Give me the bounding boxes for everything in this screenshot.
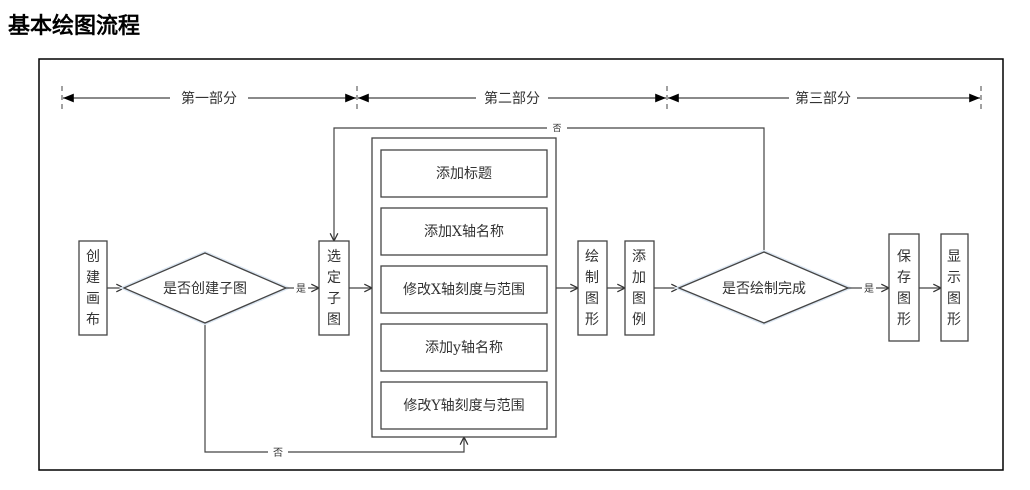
connector-line bbox=[204, 323, 268, 453]
section-label: 第二部分 bbox=[484, 90, 540, 107]
edge-label: 是 bbox=[864, 283, 874, 295]
node-add-legend: 添加图例 bbox=[624, 240, 655, 336]
axis-settings-group: 添加标题 添加X轴名称 修改X轴刻度与范围 添加y轴名称 修改Y轴刻度与范围 bbox=[371, 137, 557, 438]
section-label: 第三部分 bbox=[795, 90, 851, 107]
connector-line bbox=[288, 437, 464, 453]
section-1-span: 第一部分 bbox=[63, 90, 356, 107]
node-label-char: 画 bbox=[86, 291, 100, 307]
node-label-char: 示 bbox=[947, 270, 961, 286]
node-label-char: 建 bbox=[86, 270, 100, 286]
connector-line bbox=[334, 127, 547, 241]
edge-subplot-no: 否 bbox=[204, 323, 464, 459]
node-label: 创建画布 bbox=[86, 249, 100, 328]
node-label: 显示图形 bbox=[947, 249, 961, 328]
node-label-char: 显 bbox=[947, 249, 961, 265]
node-draw-graph: 绘制图形 bbox=[577, 240, 608, 336]
node-label-char: 图 bbox=[947, 291, 961, 307]
node-label: 绘制图形 bbox=[585, 249, 599, 328]
node-label-char: 图 bbox=[585, 291, 599, 307]
node-label-char: 图 bbox=[897, 291, 911, 307]
node-create-canvas: 创建画布 bbox=[78, 240, 108, 336]
node-is-create-subplot: 是否创建子图 bbox=[118, 250, 292, 326]
node-add-title: 添加标题 bbox=[436, 166, 492, 182]
section-3-span: 第三部分 bbox=[668, 90, 980, 107]
node-modify-x-ticks: 修改X轴刻度与范围 bbox=[403, 281, 525, 298]
process-box bbox=[380, 207, 548, 256]
node-label-char: 形 bbox=[947, 312, 961, 328]
process-box bbox=[380, 149, 548, 198]
node-label-char: 创 bbox=[86, 249, 100, 265]
section-2-span: 第二部分 bbox=[358, 90, 666, 107]
edge-label: 是 bbox=[296, 283, 306, 295]
section-label: 第一部分 bbox=[181, 90, 237, 107]
process-box bbox=[380, 265, 548, 314]
node-label-char: 形 bbox=[897, 312, 911, 328]
node-add-x-name: 添加X轴名称 bbox=[424, 224, 504, 240]
node-label-char: 图 bbox=[632, 291, 646, 307]
process-box bbox=[577, 240, 608, 336]
process-box bbox=[624, 240, 655, 336]
edge-label: 否 bbox=[552, 123, 561, 134]
node-label: 选定子图 bbox=[327, 249, 341, 328]
node-modify-y-ticks: 修改Y轴刻度与范围 bbox=[403, 397, 524, 414]
node-save-graph: 保存图形 bbox=[888, 233, 920, 342]
process-box bbox=[380, 381, 548, 430]
node-add-y-name: 添加y轴名称 bbox=[425, 340, 503, 356]
node-label: 是否创建子图 bbox=[163, 281, 247, 297]
node-label-char: 子 bbox=[327, 291, 341, 307]
connector-line bbox=[567, 127, 765, 252]
node-label-char: 添 bbox=[632, 249, 646, 265]
node-select-subplot: 选定子图 bbox=[318, 240, 350, 336]
page-title: 基本绘图流程 bbox=[8, 14, 141, 39]
edge-label: 否 bbox=[273, 447, 283, 459]
node-label-char: 图 bbox=[327, 312, 341, 328]
node-label: 保存图形 bbox=[897, 249, 911, 328]
diagram-frame bbox=[38, 58, 1004, 471]
node-label-char: 绘 bbox=[585, 249, 599, 265]
process-box bbox=[940, 233, 969, 342]
node-label-char: 布 bbox=[86, 312, 100, 328]
node-label-char: 存 bbox=[897, 270, 911, 286]
node-label-char: 定 bbox=[327, 270, 341, 286]
process-box bbox=[380, 323, 548, 372]
edge-complete-no: 否 bbox=[334, 123, 765, 252]
node-label-char: 选 bbox=[327, 249, 341, 265]
node-label: 是否绘制完成 bbox=[722, 281, 806, 297]
node-is-draw-complete: 是否绘制完成 bbox=[673, 249, 854, 326]
node-label-char: 制 bbox=[585, 270, 599, 286]
node-label-char: 加 bbox=[632, 270, 646, 286]
process-box bbox=[318, 240, 350, 336]
process-box bbox=[78, 240, 108, 336]
node-label-char: 保 bbox=[897, 249, 911, 265]
node-label-char: 形 bbox=[585, 312, 599, 328]
node-show-graph: 显示图形 bbox=[940, 233, 969, 342]
node-label: 添加图例 bbox=[632, 249, 646, 328]
node-label-char: 例 bbox=[632, 312, 646, 328]
